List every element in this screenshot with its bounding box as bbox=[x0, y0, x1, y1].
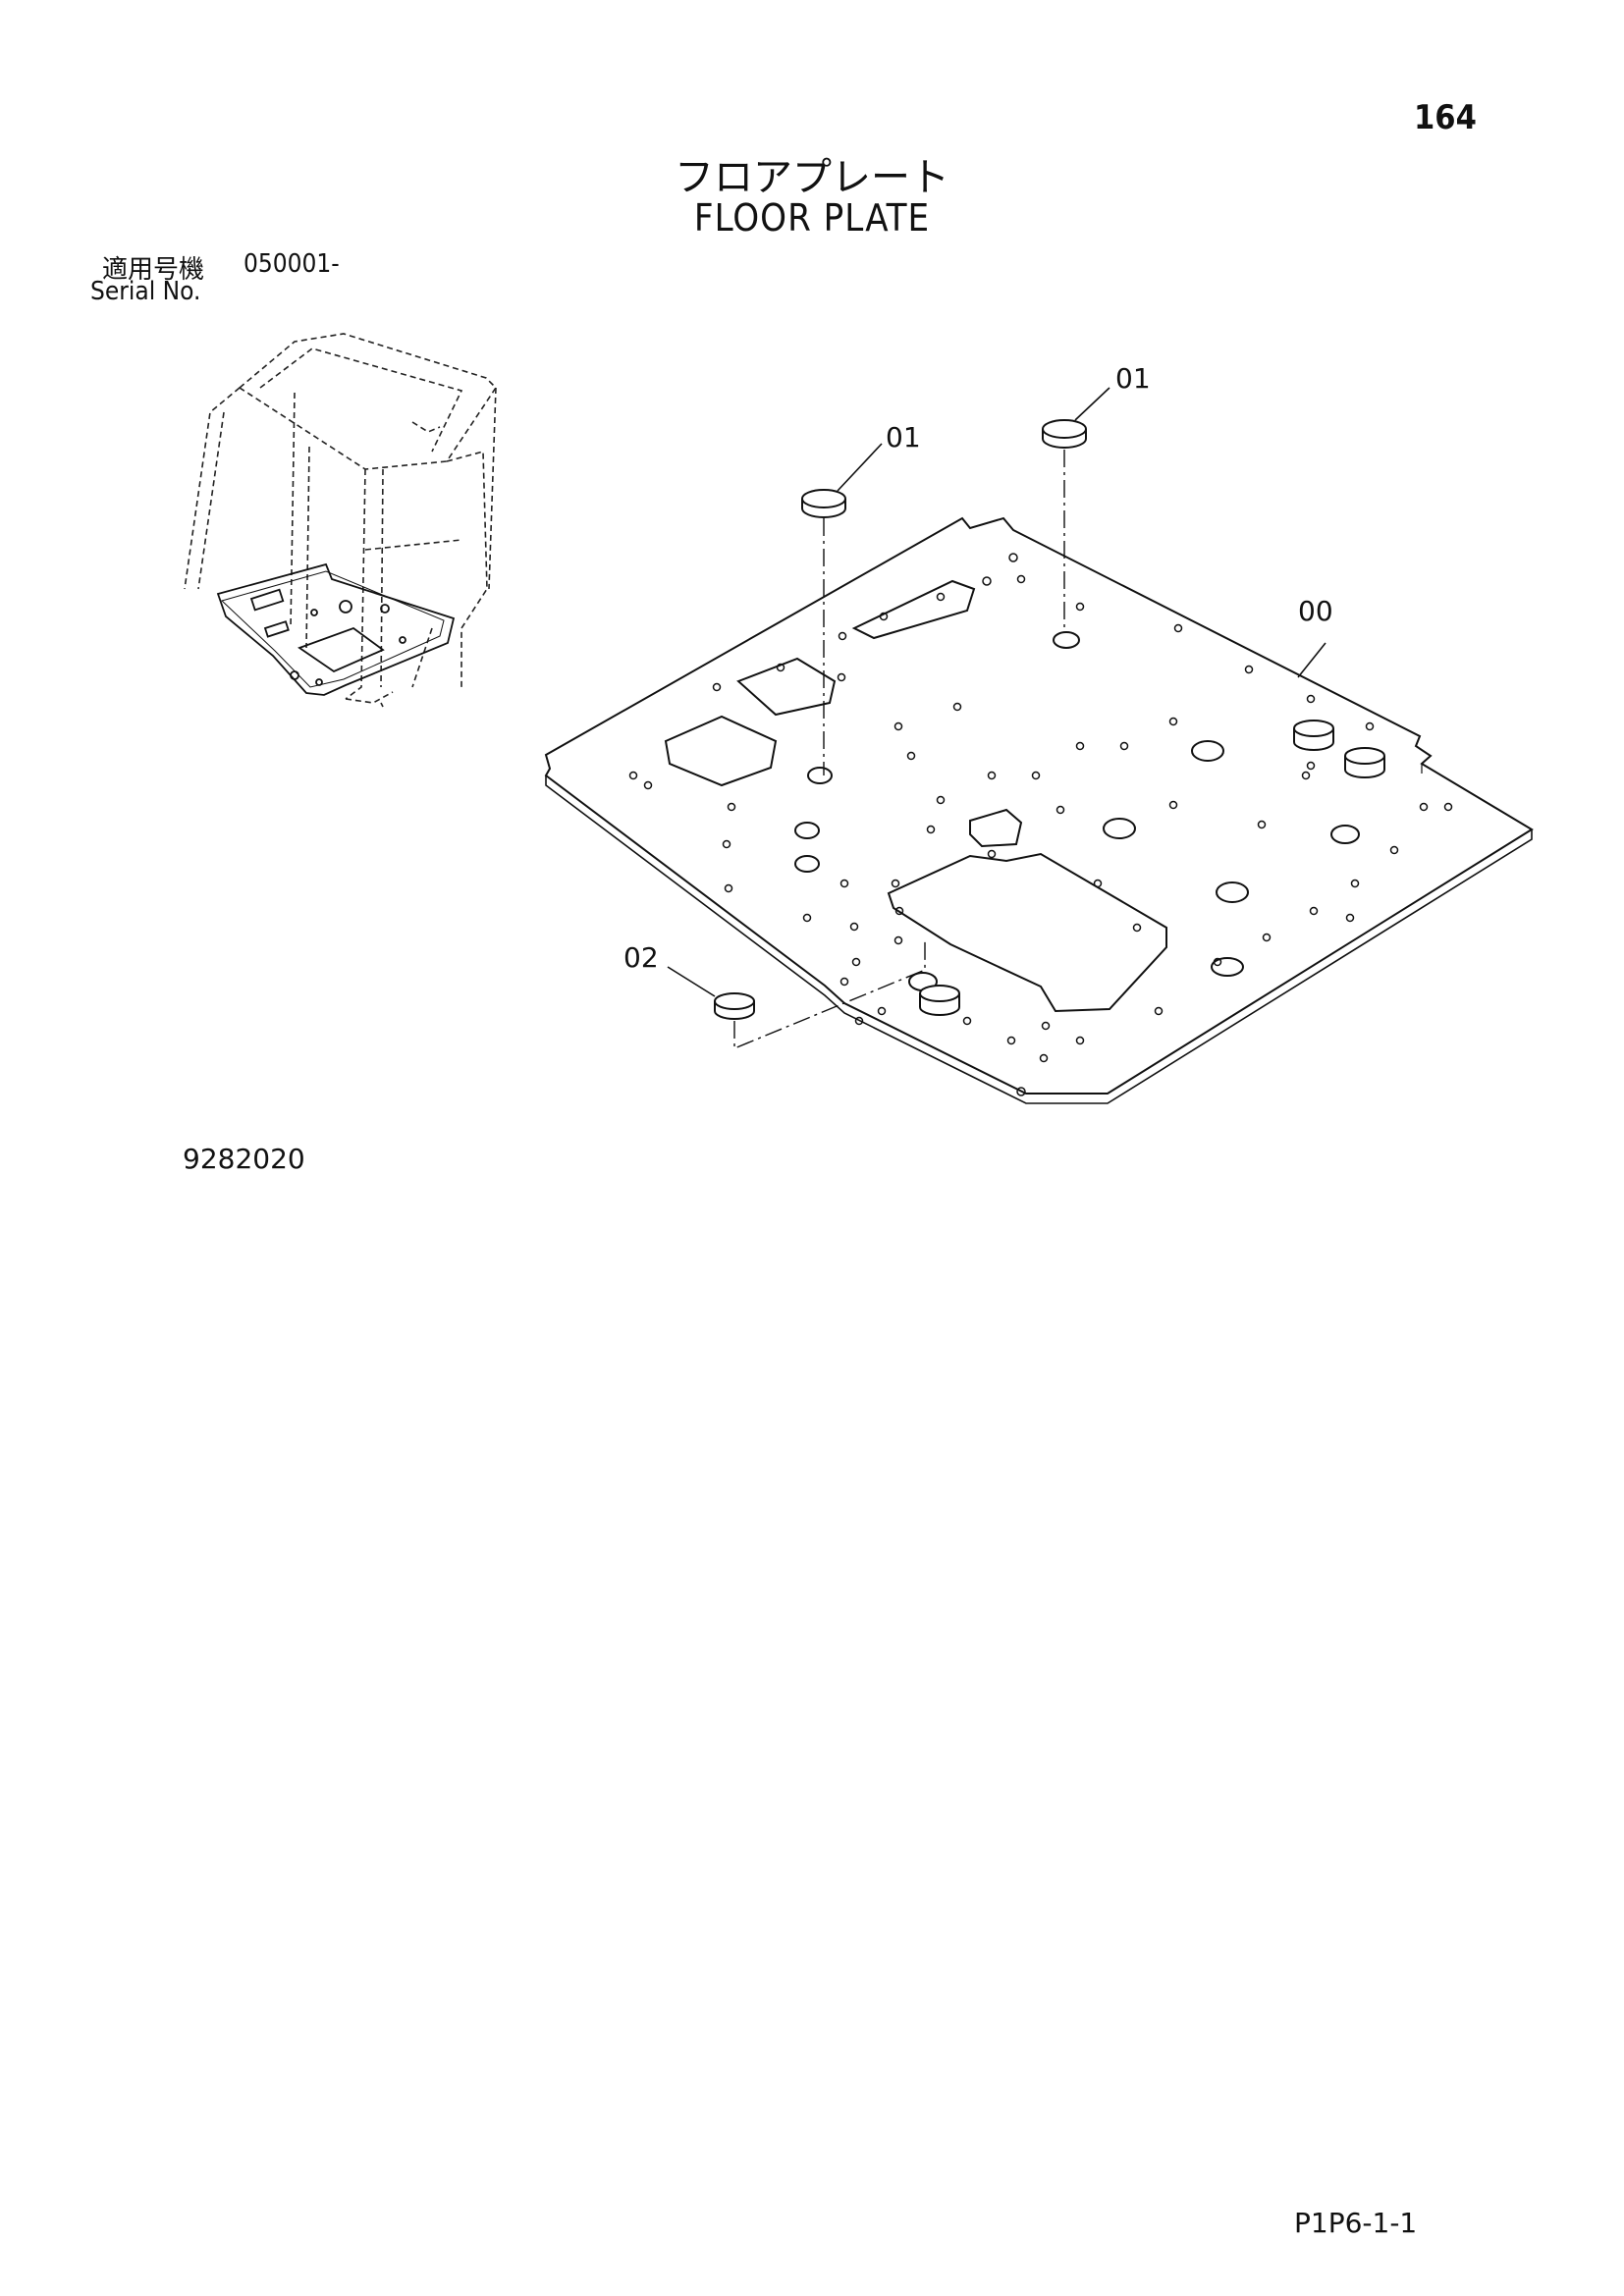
installation-lines bbox=[733, 450, 1065, 1050]
drawing-number: 9282020 bbox=[183, 1143, 305, 1175]
serial-label-japanese: 適用号機 bbox=[102, 255, 205, 285]
sheet-id: P1P6-1-1 bbox=[1294, 2207, 1418, 2239]
serial-range: 050001- bbox=[244, 249, 340, 279]
serial-label-english: Serial No. bbox=[90, 277, 201, 306]
page-number: 164 bbox=[1414, 98, 1477, 137]
callout-02-plug: 02 bbox=[623, 941, 659, 974]
callout-01-upper-right: 01 bbox=[1115, 362, 1151, 395]
cab-floor-plate-small bbox=[216, 562, 456, 696]
title-japanese: フロアプレート bbox=[675, 155, 949, 200]
callout-00-floor-plate: 00 bbox=[1298, 595, 1333, 627]
leader-lines bbox=[667, 387, 1326, 997]
plug-installed-right bbox=[919, 720, 1385, 1016]
title-english: FLOOR PLATE bbox=[693, 196, 931, 240]
cab-overview-illustration bbox=[184, 333, 498, 708]
callout-01-upper-left: 01 bbox=[886, 421, 921, 454]
plug-01-upper-right bbox=[1042, 419, 1087, 449]
plug-01-upper-left bbox=[801, 489, 846, 518]
plug-02-lower bbox=[714, 992, 755, 1020]
floor-plate-00 bbox=[544, 516, 1534, 1104]
